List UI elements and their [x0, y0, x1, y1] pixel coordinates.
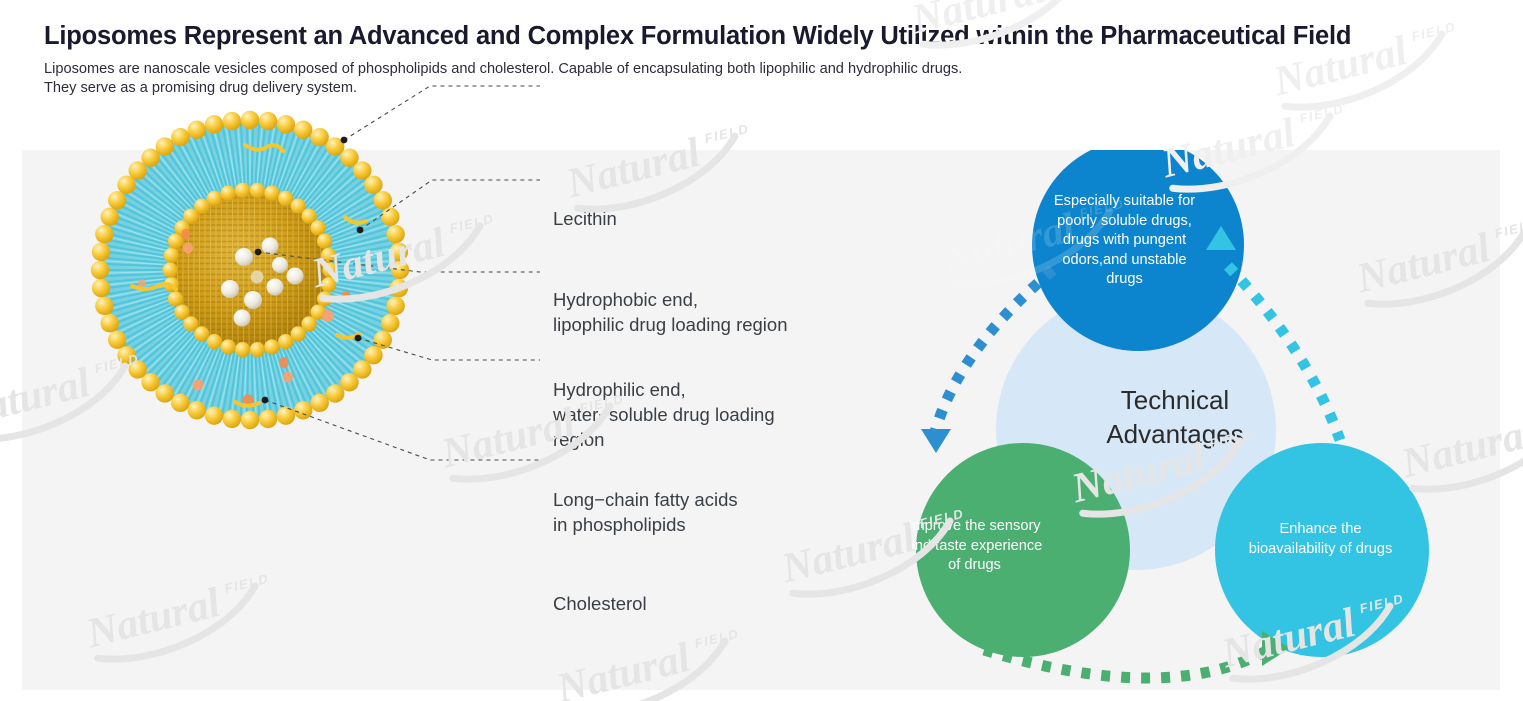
arrow-blue-to-green [929, 265, 1057, 434]
advantages-center-label: Technical Advantages [1106, 385, 1244, 449]
arrow-cyan-to-blue [1224, 262, 1346, 442]
liposome-svg [90, 110, 410, 430]
liposome-illustration [85, 105, 415, 435]
label-lecithin: Lecithin [553, 208, 617, 229]
advantage-circle-green[interactable] [916, 443, 1130, 657]
page-subtitle: Liposomes are nanoscale vesicles compose… [44, 61, 963, 96]
label-hydrophilic: Hydrophilic end, water−soluble drug load… [553, 379, 775, 450]
aqueous-core [172, 192, 328, 348]
drug-molecules [221, 237, 304, 327]
label-cholesterol: Cholesterol [553, 593, 647, 614]
svg-text:FIELD: FIELD [1298, 101, 1346, 127]
header: Liposomes Represent an Advanced and Comp… [44, 22, 1494, 98]
inner-head-ring [162, 182, 338, 358]
svg-text:FIELD: FIELD [703, 121, 751, 147]
advantage-text-cyan: Enhance the bioavailability of drugs [1248, 521, 1393, 557]
advantage-text-green: Improve the sensory and taste experience… [906, 518, 1043, 573]
label-long-chain-fatty-acids: Long−chain fatty acids in phospholipids [553, 489, 738, 535]
advantage-circle-blue[interactable] [1032, 150, 1244, 351]
label-hydrophobic: Hydrophobic end, lipophilic drug loading… [553, 289, 788, 335]
page-title: Liposomes Represent an Advanced and Comp… [44, 22, 1352, 50]
advantage-text-blue: Especially suitable for poorly soluble d… [1053, 193, 1196, 287]
